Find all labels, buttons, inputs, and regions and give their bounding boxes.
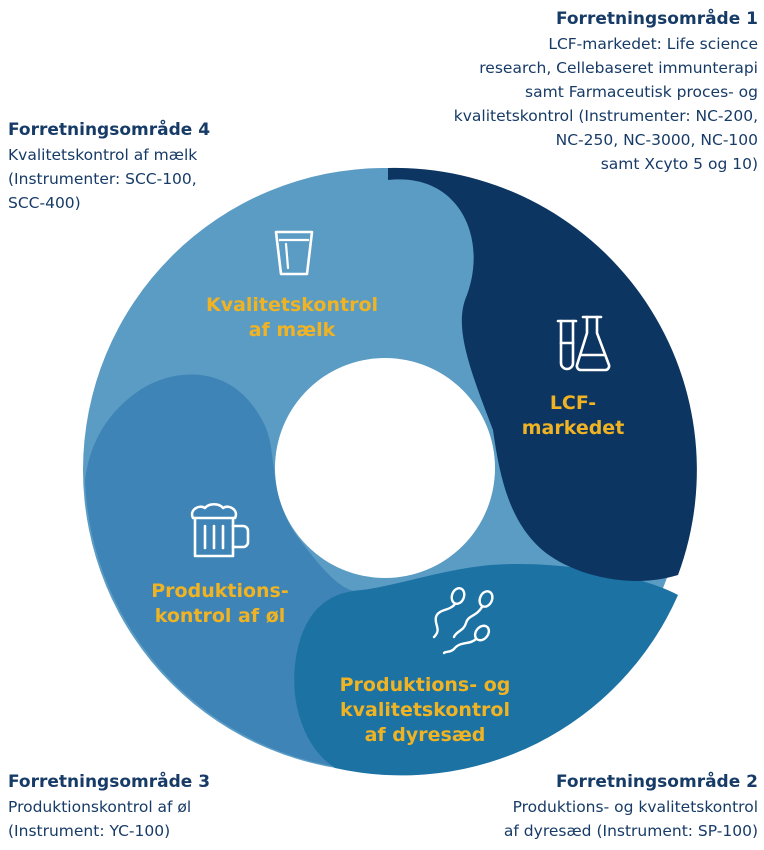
business-area-4: Forretningsområde 4 Kvalitetskontrol af … xyxy=(8,119,288,215)
business-area-1-text: LCF-markedet: Life science research, Cel… xyxy=(453,35,758,173)
business-area-2: Forretningsområde 2 Produktions- og kval… xyxy=(438,771,758,843)
business-area-1-title: Forretningsområde 1 xyxy=(555,9,758,29)
segment-milk-label: Kvalitetskontrol af mælk xyxy=(205,294,379,341)
business-area-3-title: Forretningsområde 3 xyxy=(8,772,211,792)
business-area-4-title: Forretningsområde 4 xyxy=(8,120,211,140)
business-area-2-title: Forretningsområde 2 xyxy=(555,772,758,792)
business-area-3: Forretningsområde 3 Produktionskontrol a… xyxy=(8,771,308,843)
business-area-4-text: Kvalitetskontrol af mælk (Instrumenter: … xyxy=(8,146,198,212)
sperm-icon xyxy=(432,587,494,655)
segment-lcf xyxy=(388,167,697,581)
glass-icon xyxy=(274,230,314,276)
segment-beer-label: Produktions- kontrol af øl xyxy=(151,580,289,627)
beer-mug-icon xyxy=(190,502,250,558)
segment-semen xyxy=(294,564,678,776)
donut-hole xyxy=(275,358,495,578)
flask-icon xyxy=(556,315,611,372)
business-area-2-text: Produktions- og kvalitetskontrol af dyre… xyxy=(503,798,758,840)
business-area-3-text: Produktionskontrol af øl (Instrument: YC… xyxy=(8,798,192,840)
segment-beer xyxy=(85,374,362,770)
segment-semen-label: Produktions- og kvalitetskontrol af dyre… xyxy=(339,674,511,746)
segment-lcf-label: LCF- markedet xyxy=(521,392,625,439)
business-area-1: Forretningsområde 1 LCF-markedet: Life s… xyxy=(338,8,758,176)
